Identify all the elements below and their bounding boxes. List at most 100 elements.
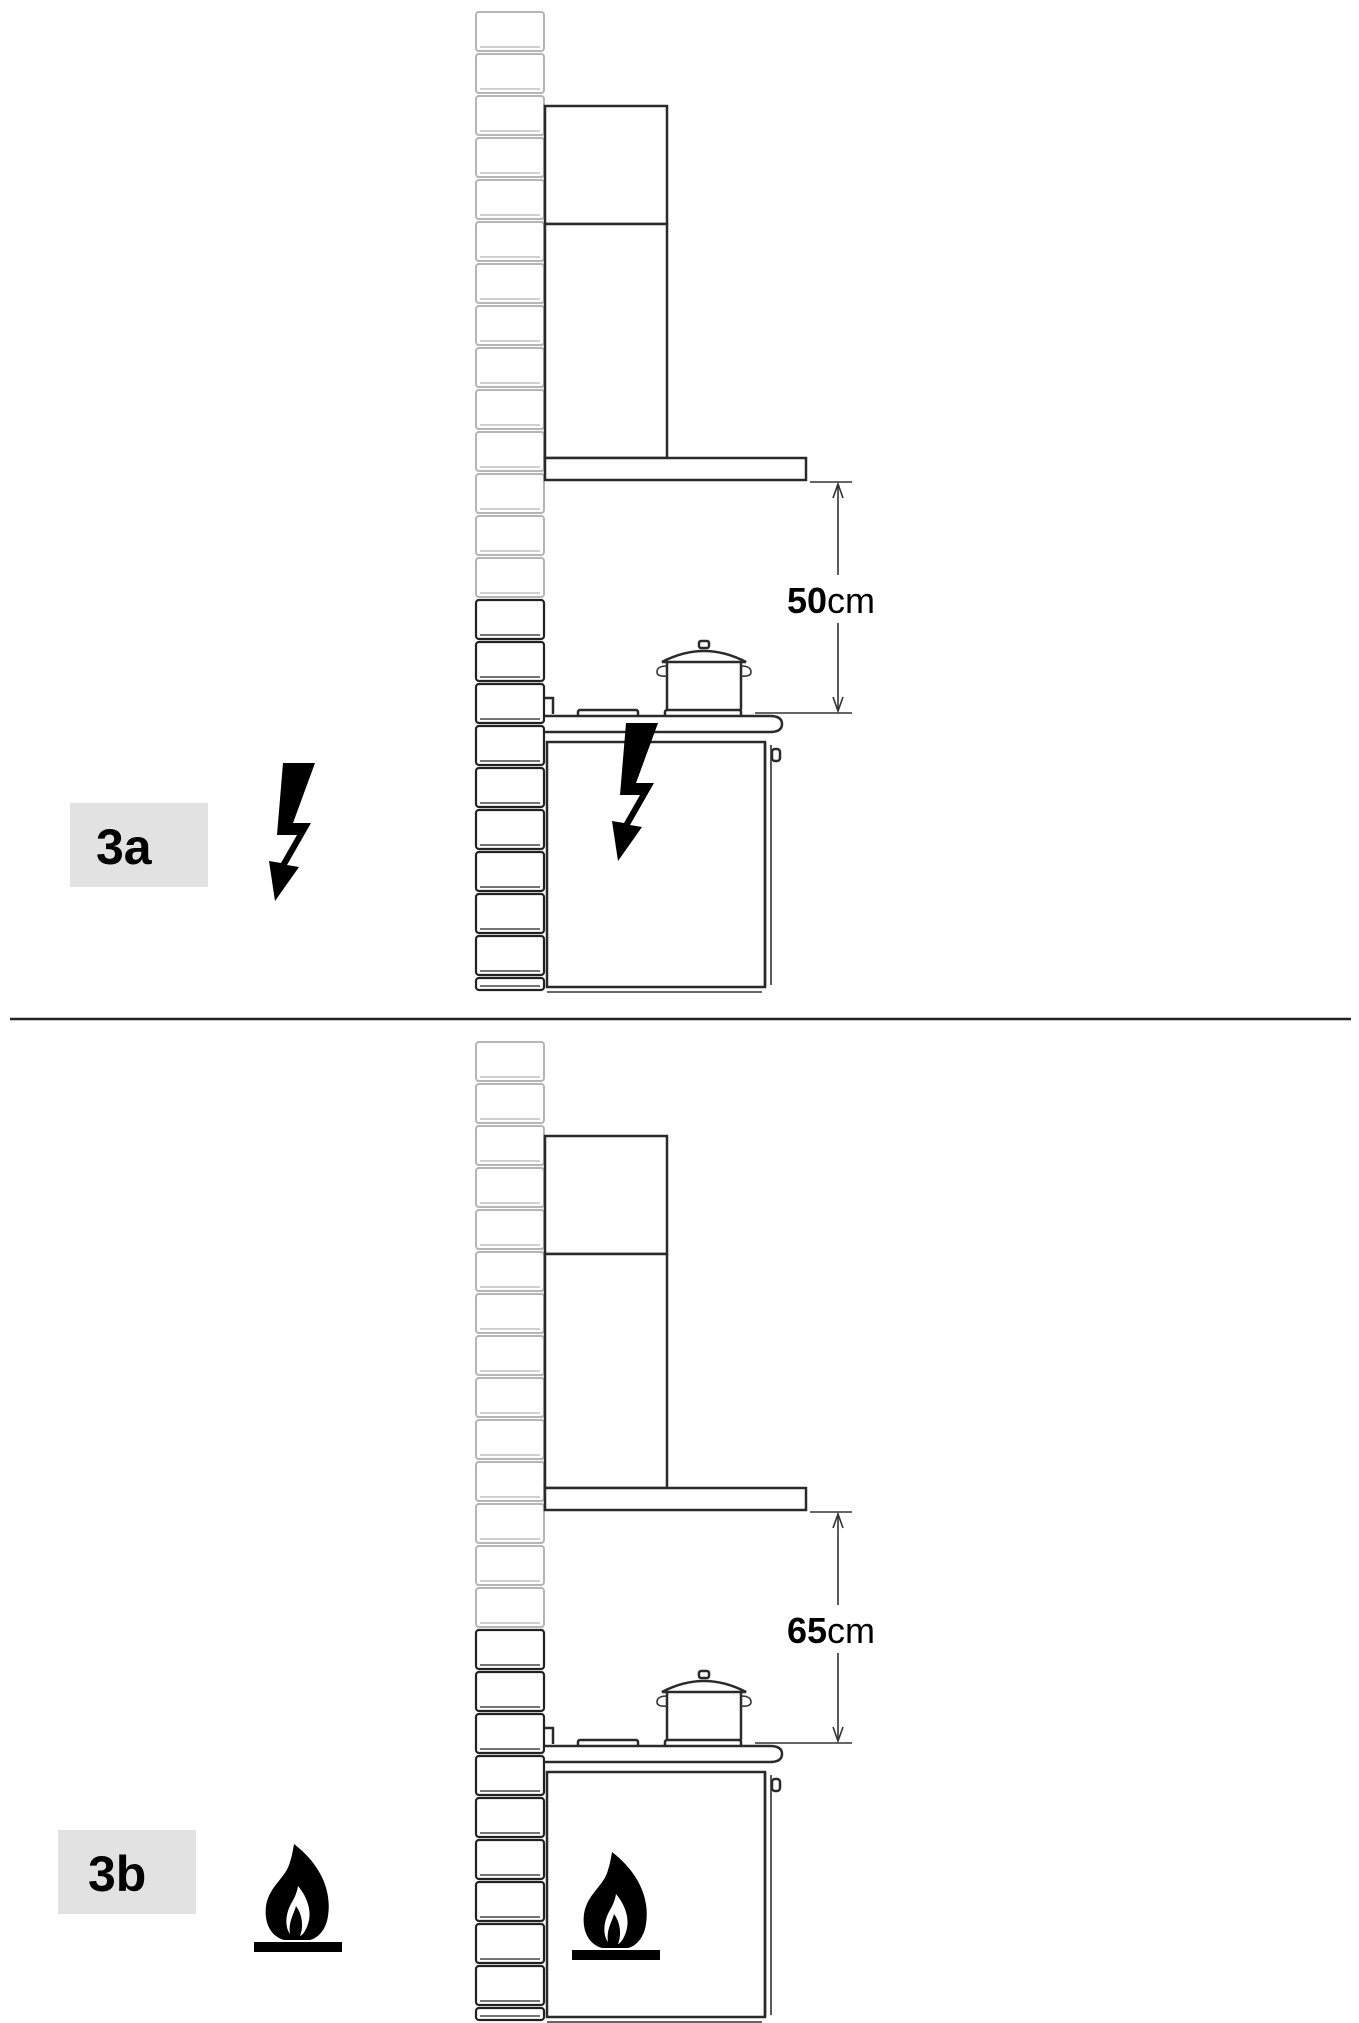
dimension-text-background (780, 1605, 895, 1653)
cooker (545, 696, 784, 993)
brick (474, 1880, 546, 1923)
brick (475, 347, 545, 388)
brick (475, 1377, 545, 1418)
panel-gas: 65cm 3b (58, 1041, 895, 2023)
brick (475, 389, 545, 430)
hood-canopy (543, 1486, 808, 1512)
pot-lid-knob (697, 1669, 711, 1680)
brick (475, 473, 545, 514)
gas-flame-icon (254, 1844, 342, 1952)
brick (475, 221, 545, 262)
brick (475, 1167, 545, 1208)
brick (474, 1838, 546, 1881)
hood-chimney-lower (543, 222, 669, 460)
brick (474, 640, 546, 683)
brick (475, 305, 545, 346)
brick (475, 1587, 545, 1628)
brick (475, 1419, 545, 1460)
cooker-backguard (545, 696, 555, 714)
brick (475, 1083, 545, 1124)
dimension-arrow-down (832, 1726, 844, 1744)
brick (474, 1670, 546, 1713)
clearance-unit: cm (827, 1610, 875, 1651)
cooker (545, 1726, 784, 2023)
clearance-value: 65 (787, 1610, 827, 1651)
clearance-dimension: 50cm (755, 481, 895, 714)
clearance-label: 50cm (787, 580, 875, 621)
brick (474, 808, 546, 851)
brick (475, 1503, 545, 1544)
cooker-body (545, 740, 767, 989)
brick (475, 557, 545, 598)
pot-body (665, 1690, 743, 1746)
brick (474, 1796, 546, 1839)
brick (475, 137, 545, 178)
pot-lid (661, 649, 747, 664)
pot-lid-knob (697, 639, 711, 650)
brick (475, 1545, 545, 1586)
cooker-body (545, 1770, 767, 2019)
pot-lid (661, 1679, 747, 1694)
pot-handle-right (740, 1695, 752, 1707)
brick-wall (474, 11, 546, 992)
cooker-hood (543, 1134, 808, 1512)
brick (475, 1335, 545, 1376)
brick (474, 1964, 546, 2007)
panel-label-background (58, 1830, 196, 1914)
brick (475, 263, 545, 304)
cooker-hood (543, 104, 808, 482)
brick (474, 892, 546, 935)
panel-label-background (70, 803, 208, 887)
cooking-pot (656, 1669, 752, 1746)
clearance-unit: cm (827, 580, 875, 621)
clearance-dimension: 65cm (755, 1511, 895, 1744)
brick (475, 1293, 545, 1334)
control-knob (770, 747, 782, 763)
brick (475, 11, 545, 52)
brick (475, 1461, 545, 1502)
brick (475, 53, 545, 94)
pot-handle-right (740, 665, 752, 677)
hood-canopy (543, 456, 808, 482)
panel-electric: 50cm 3a (70, 11, 895, 993)
hood-chimney-upper (543, 104, 669, 226)
brick (475, 515, 545, 556)
lightning-icon (269, 763, 315, 901)
dimension-arrow-up (832, 1511, 844, 1529)
brick (474, 1712, 546, 1755)
clearance-label: 65cm (787, 1610, 875, 1651)
brick (474, 850, 546, 893)
cooker-backguard (545, 1726, 555, 1744)
cooking-pot (656, 639, 752, 716)
pot-handle-left (656, 1695, 668, 1707)
brick (474, 598, 546, 641)
panel-label: 3b (58, 1830, 196, 1914)
clearance-value: 50 (787, 580, 827, 621)
brick (475, 1251, 545, 1292)
brick (474, 766, 546, 809)
brick-wall (474, 1041, 546, 2022)
dimension-arrow-down (832, 696, 844, 714)
brick (475, 1125, 545, 1166)
pot-body (665, 660, 743, 716)
brick (474, 2006, 546, 2022)
control-knob (770, 1777, 782, 1793)
brick (475, 431, 545, 472)
brick (474, 1754, 546, 1797)
brick (474, 1922, 546, 1965)
brick (475, 179, 545, 220)
dimension-arrow-up (832, 481, 844, 499)
brick (474, 934, 546, 977)
brick (475, 95, 545, 136)
panel-label: 3a (70, 803, 208, 887)
brick (475, 1041, 545, 1082)
pot-handle-left (656, 665, 668, 677)
cooker-hob-top (545, 714, 784, 734)
hood-chimney-upper (543, 1134, 669, 1256)
brick (474, 724, 546, 767)
brick (474, 682, 546, 725)
brick (474, 1628, 546, 1671)
hood-chimney-lower (543, 1252, 669, 1490)
panel-label-text: 3b (88, 1846, 146, 1902)
